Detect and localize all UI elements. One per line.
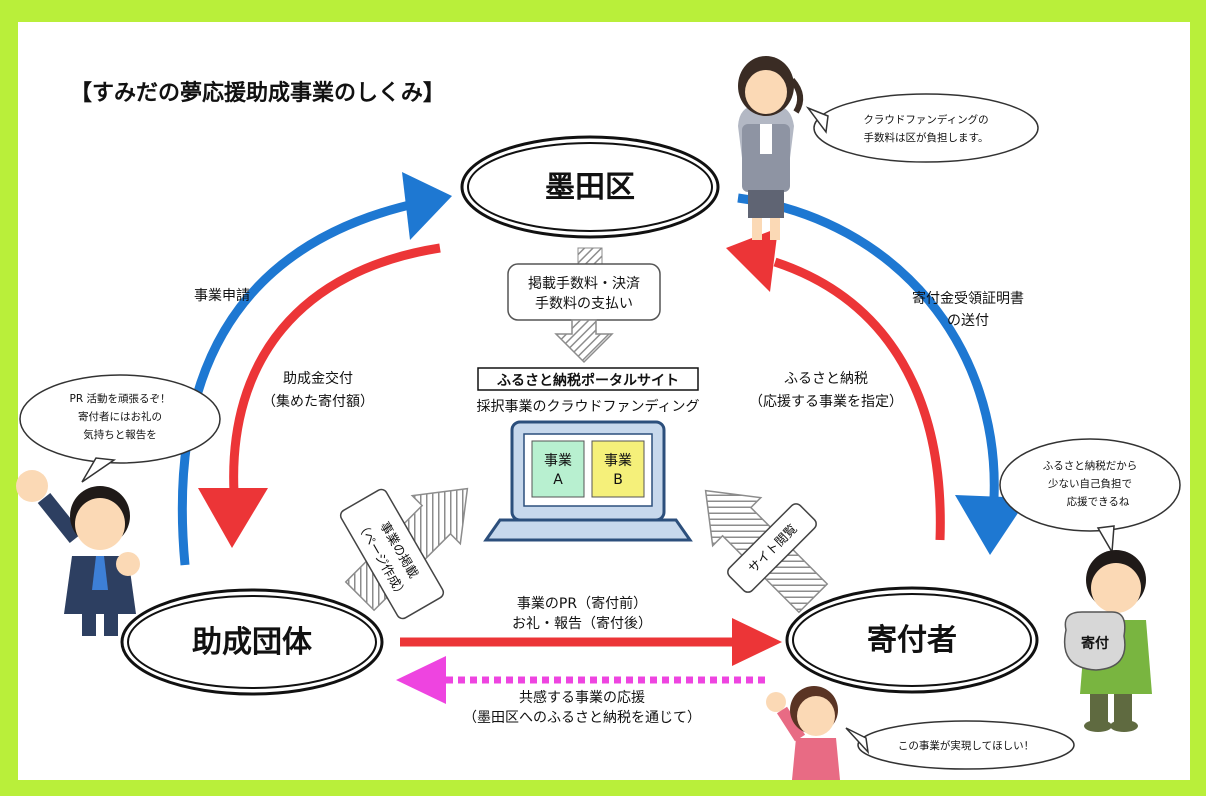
girl-illustration [766, 686, 840, 780]
screen-a-line1: 事業 [544, 453, 572, 469]
grant-arrow [229, 243, 441, 493]
group-bubble-line1: PR 活動を頑張るぞ！ [70, 392, 171, 405]
girl-bubble: この事業が実現してほしい！ [845, 720, 1075, 770]
pr-arrowhead [732, 618, 782, 666]
fee-flow: 掲載手数料・決済 手数料の支払い [507, 247, 661, 364]
donation-bag-label: 寄付 [1081, 635, 1109, 652]
staff-bubble-line1: クラウドファンディングの [863, 113, 988, 126]
node-donor: 寄付者 [785, 586, 1039, 694]
staff-bubble-line2: 手数料は区が負担します。 [864, 131, 989, 144]
fee-line2: 手数料の支払い [535, 296, 633, 312]
certificate-line1: 寄付金受領証明書 [912, 290, 1024, 307]
group-bubble-line3: 気持ちと報告を [83, 428, 157, 441]
laptop: 事業 A 事業 B [483, 420, 693, 542]
support-line2: （墨田区へのふるさと納税を通じて） [463, 710, 701, 726]
donor-man-illustration: 寄付 [1063, 550, 1152, 732]
certificate-line2: の送付 [947, 313, 989, 329]
page-title: 【すみだの夢応援助成事業のしくみ】 [70, 80, 445, 106]
node-donor-label: 寄付者 [867, 623, 957, 658]
node-group-label: 助成団体 [192, 625, 313, 660]
donation-arrowhead [726, 228, 778, 292]
support-line1: 共感する事業の応援 [519, 689, 645, 706]
node-sumida-label: 墨田区 [545, 170, 635, 205]
screen-b-line1: 事業 [604, 453, 632, 469]
group-bubble: PR 活動を頑張るぞ！ 寄付者にはお礼の 気持ちと報告を [19, 374, 221, 483]
fee-line1: 掲載手数料・決済 [528, 276, 640, 292]
apply-label: 事業申請 [194, 288, 250, 304]
fee-down-arrow [554, 319, 614, 364]
certificate-arrow [737, 193, 999, 499]
staff-woman-illustration [738, 56, 804, 240]
portal-subtitle: 採択事業のクラウドファンディング [476, 398, 699, 415]
donor-bubble: ふるさと納税だから 少ない自己負担で 応援できるね [999, 438, 1181, 555]
node-group: 助成団体 [120, 588, 384, 696]
pr-line2: お礼・報告（寄付後） [512, 615, 652, 632]
pr-line1: 事業のPR（寄付前） [517, 595, 647, 612]
grant-arrowhead [198, 488, 268, 548]
screen-a-line2: A [553, 472, 563, 488]
support-arrowhead [396, 656, 446, 704]
donation-bag [1063, 611, 1126, 671]
group-bubble-line2: 寄付者にはお礼の [78, 410, 162, 423]
grant-line2: （集めた寄付額） [262, 393, 374, 410]
staff-bubble: クラウドファンディングの 手数料は区が負担します。 [805, 93, 1039, 163]
certificate-arrowhead [955, 495, 1028, 555]
portal-title-box [477, 367, 699, 391]
apply-arrowhead [402, 172, 452, 240]
grant-line1: 助成金交付 [283, 370, 353, 387]
screen-project-a [531, 440, 585, 498]
portal-title: ふるさと納税ポータルサイト [497, 372, 679, 389]
node-sumida: 墨田区 [460, 135, 720, 239]
girl-bubble-text: この事業が実現してほしい！ [898, 739, 1034, 752]
screen-b-line2: B [613, 472, 623, 488]
group-man-illustration [16, 470, 140, 636]
donation-line1: ふるさと納税 [784, 371, 868, 387]
apply-arrow [177, 198, 419, 566]
donor-bubble-line2: 少ない自己負担で [1048, 477, 1132, 490]
donation-arrow [773, 257, 945, 541]
donor-bubble-line1: ふるさと納税だから [1043, 459, 1138, 472]
screen-project-b [591, 440, 645, 498]
donor-bubble-line3: 応援できるね [1067, 495, 1130, 508]
donation-line2: （応援する事業を指定） [749, 394, 903, 410]
